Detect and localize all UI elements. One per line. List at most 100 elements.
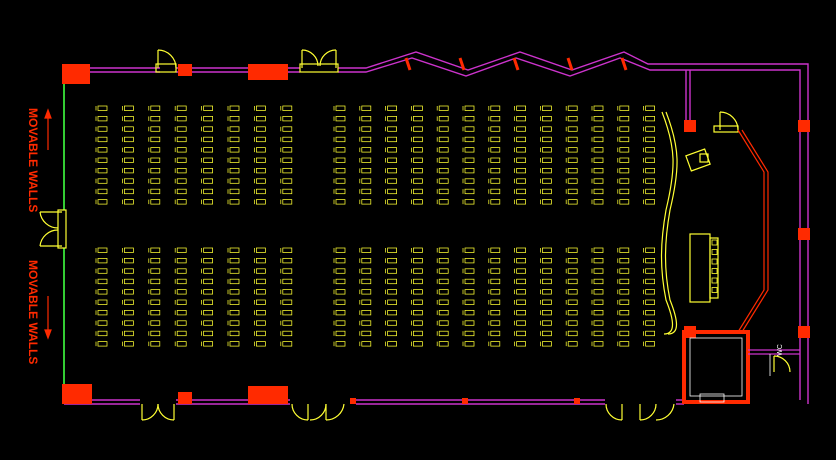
seat [282, 278, 293, 285]
seat [619, 168, 630, 174]
seat [387, 178, 397, 184]
seat [619, 299, 630, 305]
seat [256, 105, 266, 111]
seat [387, 258, 397, 264]
seat [282, 320, 293, 326]
seat [645, 136, 655, 143]
seat [229, 178, 240, 184]
seat [124, 310, 134, 316]
seat [490, 157, 501, 163]
seat [516, 188, 526, 195]
seat [619, 310, 630, 316]
seat [387, 199, 397, 205]
seat [619, 126, 630, 132]
seat [282, 188, 293, 195]
seat [516, 310, 526, 316]
seat [567, 105, 578, 111]
seat [413, 157, 423, 163]
seat [282, 330, 293, 337]
seat [124, 116, 134, 122]
seat [567, 168, 578, 174]
seat [176, 247, 187, 253]
seat [203, 341, 213, 347]
seat [361, 247, 372, 253]
seat [490, 116, 501, 122]
seat [282, 157, 293, 163]
seat [490, 289, 501, 295]
seat [97, 320, 108, 326]
seat [516, 157, 526, 163]
seat [203, 310, 213, 316]
seat [229, 105, 240, 111]
seat [593, 258, 604, 264]
seat [203, 116, 213, 122]
seat [150, 157, 161, 163]
seat [619, 268, 630, 274]
seat [335, 320, 346, 326]
seat [361, 168, 372, 174]
seat [542, 310, 552, 316]
seat [619, 188, 630, 195]
seat [567, 126, 578, 132]
seat [150, 299, 161, 305]
seat [490, 341, 501, 347]
seat [438, 147, 449, 153]
seat [176, 136, 187, 143]
seat [97, 258, 108, 264]
seat [150, 105, 161, 111]
seat [464, 147, 475, 153]
seat [619, 116, 630, 122]
seat [361, 268, 372, 274]
seat [150, 178, 161, 184]
seat [176, 178, 187, 184]
seat [97, 178, 108, 184]
seat [438, 289, 449, 295]
seat [150, 136, 161, 143]
seat [150, 126, 161, 132]
seat [464, 320, 475, 326]
seat [464, 105, 475, 111]
seat [335, 330, 346, 337]
seat [124, 330, 134, 337]
seat [335, 105, 346, 111]
seat [413, 188, 423, 195]
seat [413, 320, 423, 326]
seat [567, 310, 578, 316]
seat [256, 116, 266, 122]
seat [124, 247, 134, 253]
seat [97, 136, 108, 143]
seat [282, 105, 293, 111]
seat [387, 278, 397, 285]
movable-walls-label: MOVABLE WALLS [26, 260, 40, 365]
seat [176, 199, 187, 205]
seat [203, 330, 213, 337]
seat [97, 157, 108, 163]
seat [229, 168, 240, 174]
seat [282, 136, 293, 143]
seat [413, 289, 423, 295]
seat [593, 157, 604, 163]
seat [176, 168, 187, 174]
seat [387, 268, 397, 274]
seat [229, 126, 240, 132]
seat [361, 289, 372, 295]
seat [387, 299, 397, 305]
stage-chair [711, 277, 718, 284]
seat [619, 247, 630, 253]
seat [256, 289, 266, 295]
seat [645, 289, 655, 295]
seat [542, 247, 552, 253]
seat [150, 147, 161, 153]
seat [124, 136, 134, 143]
seat [516, 178, 526, 184]
seat [413, 258, 423, 264]
seat [124, 188, 134, 195]
seat [229, 289, 240, 295]
seat [176, 289, 187, 295]
seat [413, 310, 423, 316]
door-bottom-mid [291, 403, 345, 421]
seat [150, 289, 161, 295]
seat [282, 116, 293, 122]
seat [150, 116, 161, 122]
seat [464, 278, 475, 285]
